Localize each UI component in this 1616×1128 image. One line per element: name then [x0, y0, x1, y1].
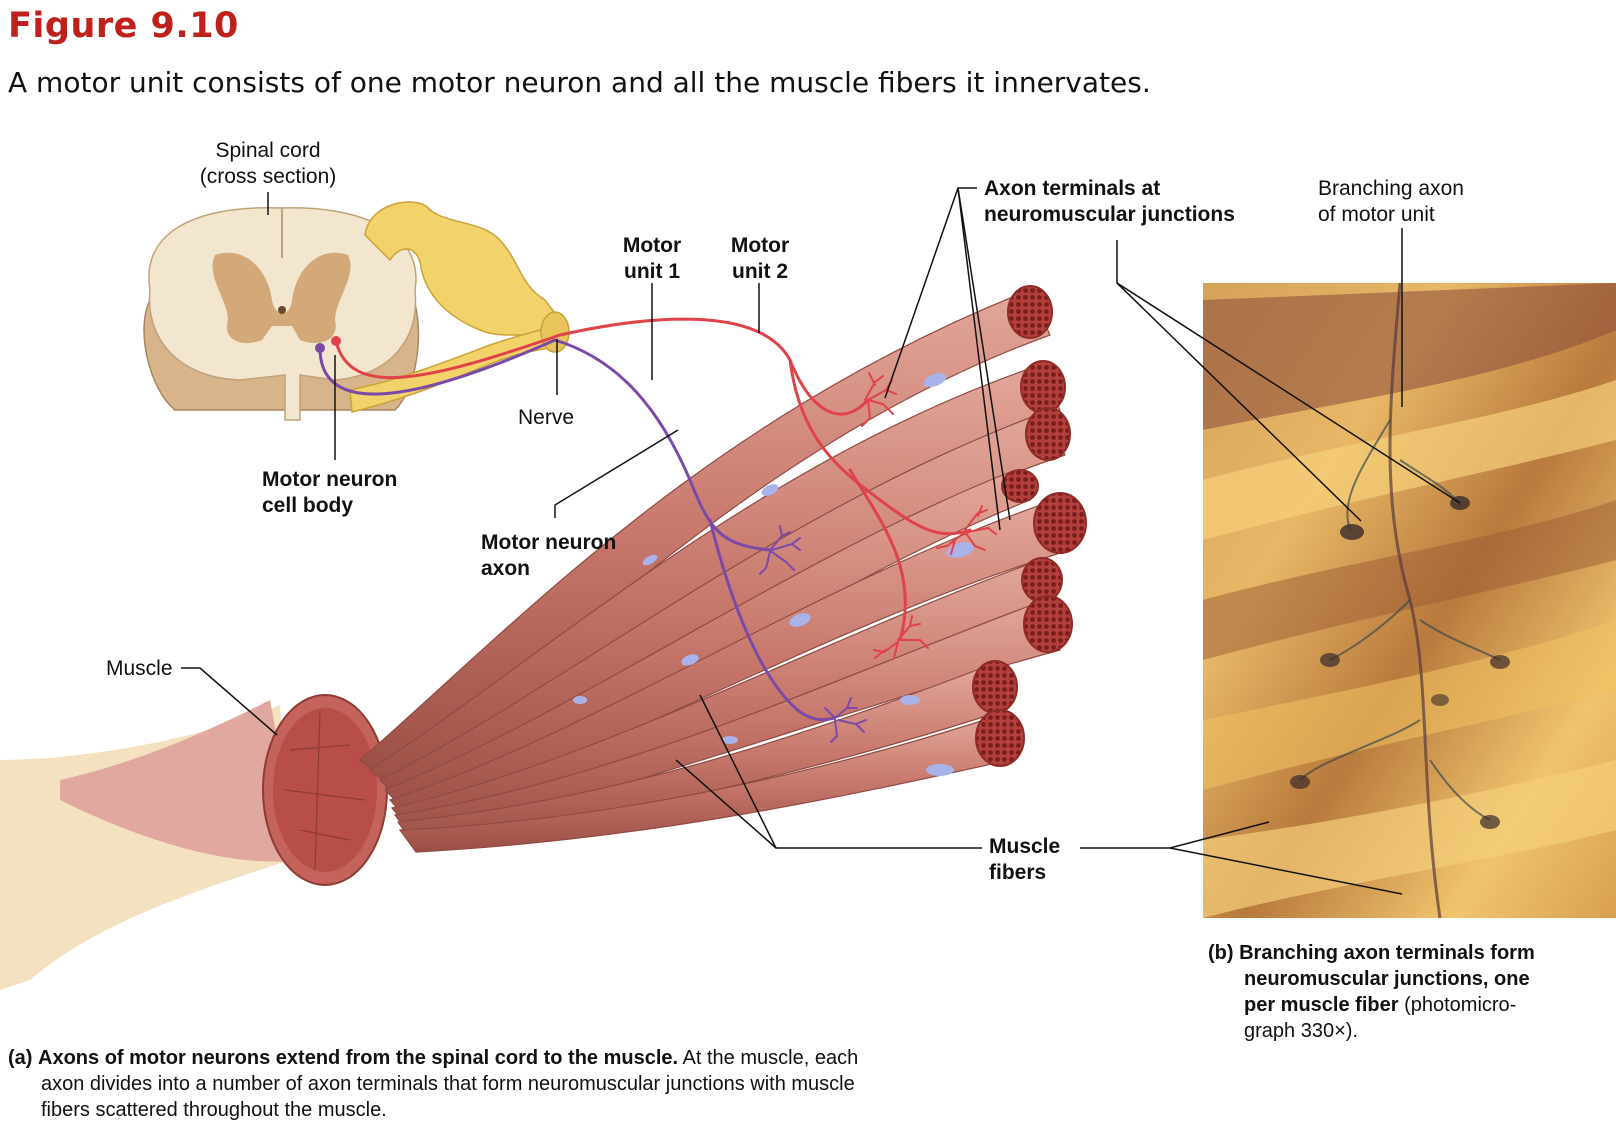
branching-axon-label-line1: Branching axon — [1318, 177, 1464, 200]
muscle-fibers-label-line2: fibers — [989, 861, 1047, 884]
panel-a-marker: (a) — [8, 1047, 33, 1069]
spinal-cord-label-line2: (cross section) — [199, 165, 337, 188]
panel-a-line3: fibers scattered throughout the muscle. — [41, 1099, 387, 1121]
figure-caption: A motor unit consists of one motor neuro… — [8, 66, 1151, 99]
motor-unit-2-label-line1: Motor — [730, 234, 790, 257]
spinal-cord-label: Spinal cord (cross section) — [188, 138, 348, 190]
panel-b-line3-bold: per muscle fiber — [1244, 994, 1399, 1016]
spinal-cord-cross-section — [143, 207, 420, 421]
figure-number: Figure 9.10 — [8, 6, 239, 46]
muscle — [0, 694, 388, 990]
motor-neuron-axons — [318, 317, 997, 743]
panel-a-line1-rest: At the muscle, each — [682, 1047, 859, 1069]
motor-neuron-cell-body-label: Motor neuron cell body — [262, 467, 397, 519]
motor-neuron-axon-label-line1: Motor neuron — [481, 531, 617, 554]
panel-b-line2: neuromuscular junctions, one — [1244, 968, 1530, 990]
muscle-fibers — [359, 285, 1087, 853]
leader-lines — [181, 187, 1461, 895]
motor-neuron-axon-label: Motor neuron axon — [481, 530, 616, 582]
motor-neuron-axon-label-line2: axon — [481, 557, 531, 580]
motor-unit-2-label: Motor unit 2 — [720, 233, 800, 285]
motor-neuron-cell-body-label-line1: Motor neuron — [262, 468, 398, 491]
branching-axon-label-line2: of motor unit — [1318, 203, 1435, 226]
branching-axon-label: Branching axon of motor unit — [1318, 176, 1464, 228]
motor-unit-1-label: Motor unit 1 — [612, 233, 692, 285]
panel-b-caption: (b) Branching axon terminals form neurom… — [1208, 940, 1608, 1044]
panel-b-marker: (b) — [1208, 942, 1234, 964]
panel-a-caption: (a) Axons of motor neurons extend from t… — [8, 1045, 1008, 1123]
axon-terminals-label-line2: neuromuscular junctions — [984, 203, 1235, 226]
spinal-cord-label-line1: Spinal cord — [215, 139, 321, 162]
motor-unit-2-label-line2: unit 2 — [732, 260, 788, 283]
muscle-fibers-label-line1: Muscle — [989, 835, 1061, 858]
axon-terminals-label-line1: Axon terminals at — [984, 177, 1161, 200]
axon-terminals-label: Axon terminals at neuromuscular junction… — [984, 176, 1235, 228]
motor-unit-1-label-line1: Motor — [622, 234, 682, 257]
photomicrograph — [1203, 282, 1616, 919]
nerve-label: Nerve — [518, 406, 575, 429]
motor-unit-1-label-line2: unit 1 — [624, 260, 680, 283]
motor-neuron-cell-body-label-line2: cell body — [262, 494, 354, 517]
panel-b-line3-rest: (photomicro- — [1404, 994, 1517, 1016]
muscle-label: Muscle — [106, 657, 173, 680]
panel-b-line1: Branching axon terminals form — [1239, 942, 1535, 964]
panel-b-line4: graph 330×). — [1244, 1020, 1358, 1042]
panel-a-line2: axon divides into a number of axon termi… — [41, 1073, 855, 1095]
muscle-fibers-label: Muscle fibers — [989, 834, 1060, 886]
panel-a-bold: Axons of motor neurons extend from the s… — [38, 1047, 679, 1069]
